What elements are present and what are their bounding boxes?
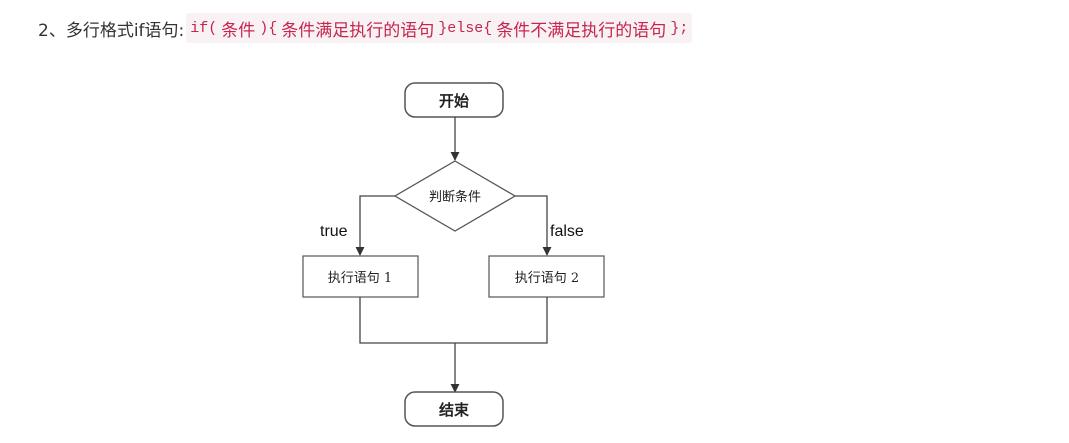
- code-open-brace: ){: [259, 19, 278, 37]
- heading-prefix: 2、多行格式if语句:: [38, 20, 185, 41]
- start-node-label: 开始: [439, 92, 469, 110]
- decision-node: [393, 160, 517, 232]
- end-node-label: 结束: [439, 401, 470, 419]
- end-node: [404, 391, 504, 427]
- section-heading: 2、多行格式if语句: if( 条件 ){ 条件满足执行的语句 }else{ 条…: [38, 13, 693, 43]
- code-else-keyword: }else{: [438, 19, 493, 37]
- code-condition-text: 条件: [221, 20, 256, 41]
- connector-false-branch: [515, 195, 552, 256]
- inline-code-snippet: if( 条件 ){ 条件满足执行的语句 }else{ 条件不满足执行的语句 };: [186, 13, 693, 43]
- code-end-brace: };: [670, 19, 689, 37]
- connector-merge: [359, 297, 548, 344]
- statement-1-label: 执行语句 1: [328, 271, 392, 286]
- start-node: [404, 82, 504, 118]
- true-branch-label: true: [320, 223, 348, 240]
- statement-1-node: [302, 255, 419, 298]
- decision-node-label: 判断条件: [429, 189, 481, 205]
- code-true-statement: 条件满足执行的语句: [281, 20, 435, 41]
- statement-2-node: [488, 255, 605, 298]
- statement-2-label: 执行语句 2: [515, 271, 579, 286]
- code-if-keyword: if(: [190, 19, 218, 37]
- false-branch-label: false: [550, 223, 584, 240]
- connector-true-branch: [355, 195, 395, 256]
- code-false-statement: 条件不满足执行的语句: [496, 20, 667, 41]
